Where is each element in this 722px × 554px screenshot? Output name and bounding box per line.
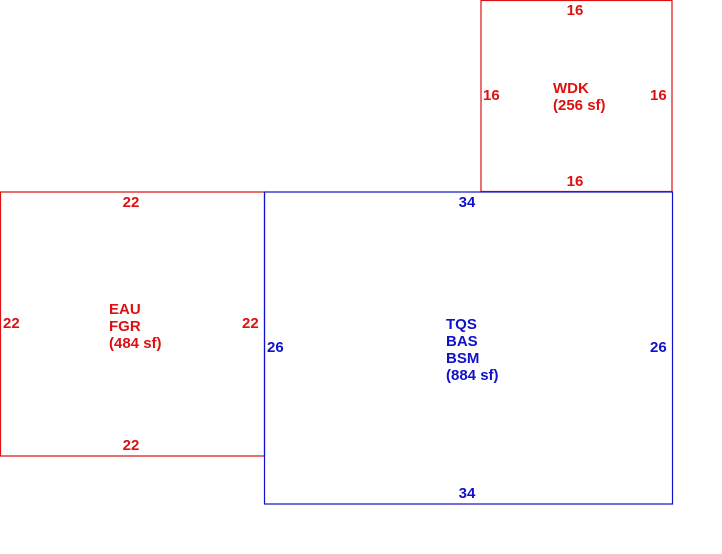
- garage-dim-left: 22: [3, 315, 20, 332]
- wdk-section: 16 16 16 16 WDK (256 sf): [480, 0, 673, 193]
- garage-area-label: (484 sf): [109, 335, 162, 352]
- garage-code-1: EAU: [109, 301, 141, 318]
- wdk-dim-bottom: 16: [567, 173, 584, 190]
- wdk-area-label: (256 sf): [553, 97, 606, 114]
- main-dim-right: 26: [650, 339, 667, 356]
- main-area-label: (884 sf): [446, 367, 499, 384]
- garage-dim-right: 22: [242, 315, 259, 332]
- garage-code-2: FGR: [109, 318, 141, 335]
- main-section: 34 26 26 34 TQS BAS BSM (884 sf): [263, 191, 674, 505]
- wdk-dim-top: 16: [567, 2, 584, 19]
- main-dim-left: 26: [267, 339, 284, 356]
- wdk-code-label: WDK: [553, 80, 589, 97]
- main-code-3: BSM: [446, 350, 479, 367]
- wdk-dim-left: 16: [483, 87, 500, 104]
- garage-dim-top: 22: [123, 194, 140, 211]
- main-code-2: BAS: [446, 333, 478, 350]
- main-dim-top: 34: [459, 194, 476, 211]
- main-code-1: TQS: [446, 316, 477, 333]
- main-outline: [263, 191, 674, 505]
- garage-dim-bottom: 22: [123, 437, 140, 454]
- wdk-dim-right: 16: [650, 87, 667, 104]
- main-dim-bottom: 34: [459, 485, 476, 502]
- garage-section: 22 22 22 22 EAU FGR (484 sf): [0, 191, 266, 457]
